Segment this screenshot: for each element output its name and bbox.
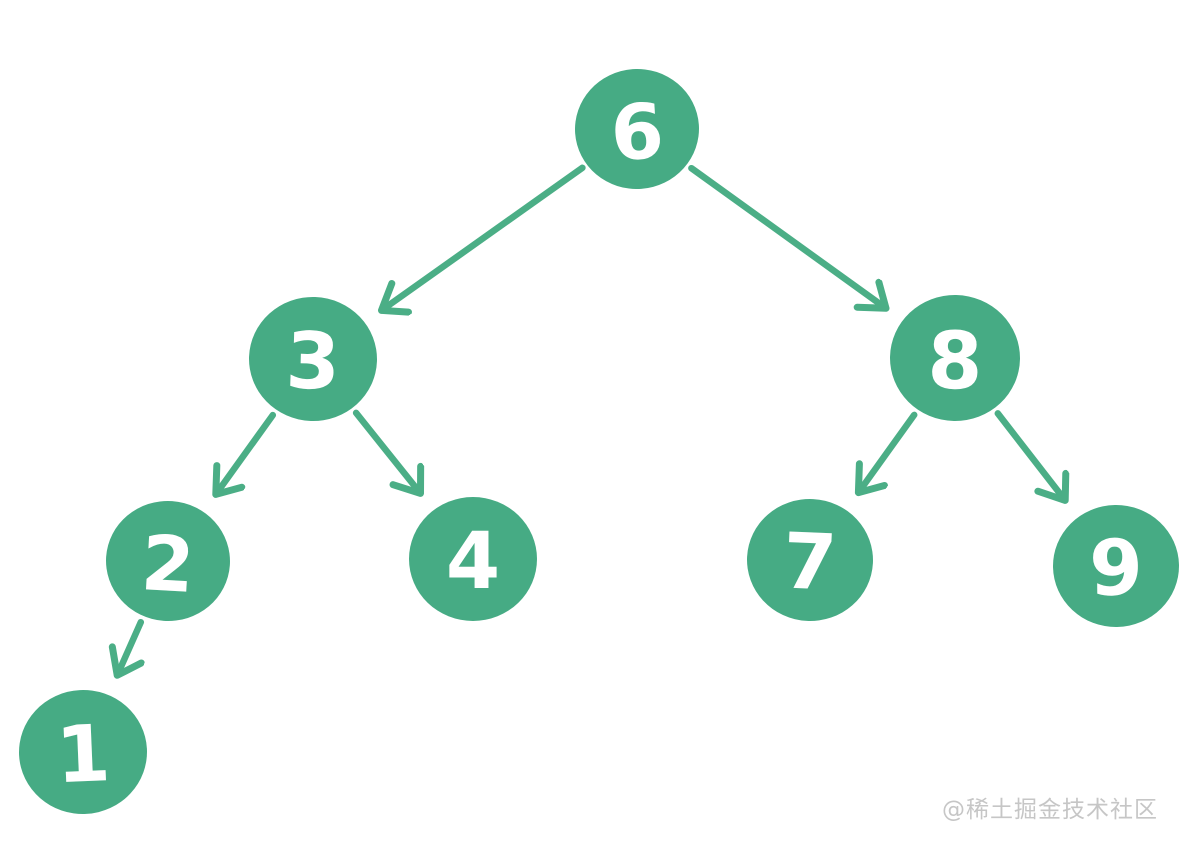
node-value: 9 [1089, 524, 1144, 614]
node-circle [1053, 504, 1179, 628]
tree-edge-6-3 [382, 164, 586, 311]
node-circle [890, 294, 1020, 422]
tree-edge-3-2 [216, 411, 277, 494]
tree-node-2: 2 [106, 500, 230, 622]
edges-layer [117, 164, 1065, 676]
tree-edge-3-4 [352, 409, 420, 494]
tree-node-6: 6 [575, 68, 699, 190]
node-value: 6 [608, 86, 666, 178]
tree-node-4: 4 [409, 497, 537, 621]
tree-node-3: 3 [249, 296, 377, 422]
node-value: 3 [285, 316, 342, 407]
tree-node-7: 7 [747, 498, 873, 622]
tree-edge-6-8 [688, 164, 886, 308]
tree-node-1: 1 [19, 689, 147, 815]
node-value: 2 [139, 518, 197, 610]
node-value: 7 [781, 517, 838, 608]
tree-node-8: 8 [890, 294, 1020, 422]
node-value: 1 [54, 709, 112, 801]
tree-edge-8-7 [858, 411, 918, 493]
nodes-layer: 6 3 8 2 4 7 9 1 [19, 68, 1179, 815]
node-circle [747, 498, 873, 622]
node-circle [249, 296, 377, 422]
node-value: 4 [446, 517, 500, 607]
node-circle [575, 68, 699, 190]
tree-edge-2-1 [117, 618, 141, 675]
watermark: @稀土掘金技术社区 [942, 797, 1158, 823]
node-circle [409, 497, 537, 621]
tree-edge-8-9 [994, 410, 1065, 500]
node-value: 8 [927, 315, 983, 408]
node-circle [19, 689, 147, 815]
node-circle [106, 500, 230, 622]
tree-node-9: 9 [1053, 504, 1179, 628]
